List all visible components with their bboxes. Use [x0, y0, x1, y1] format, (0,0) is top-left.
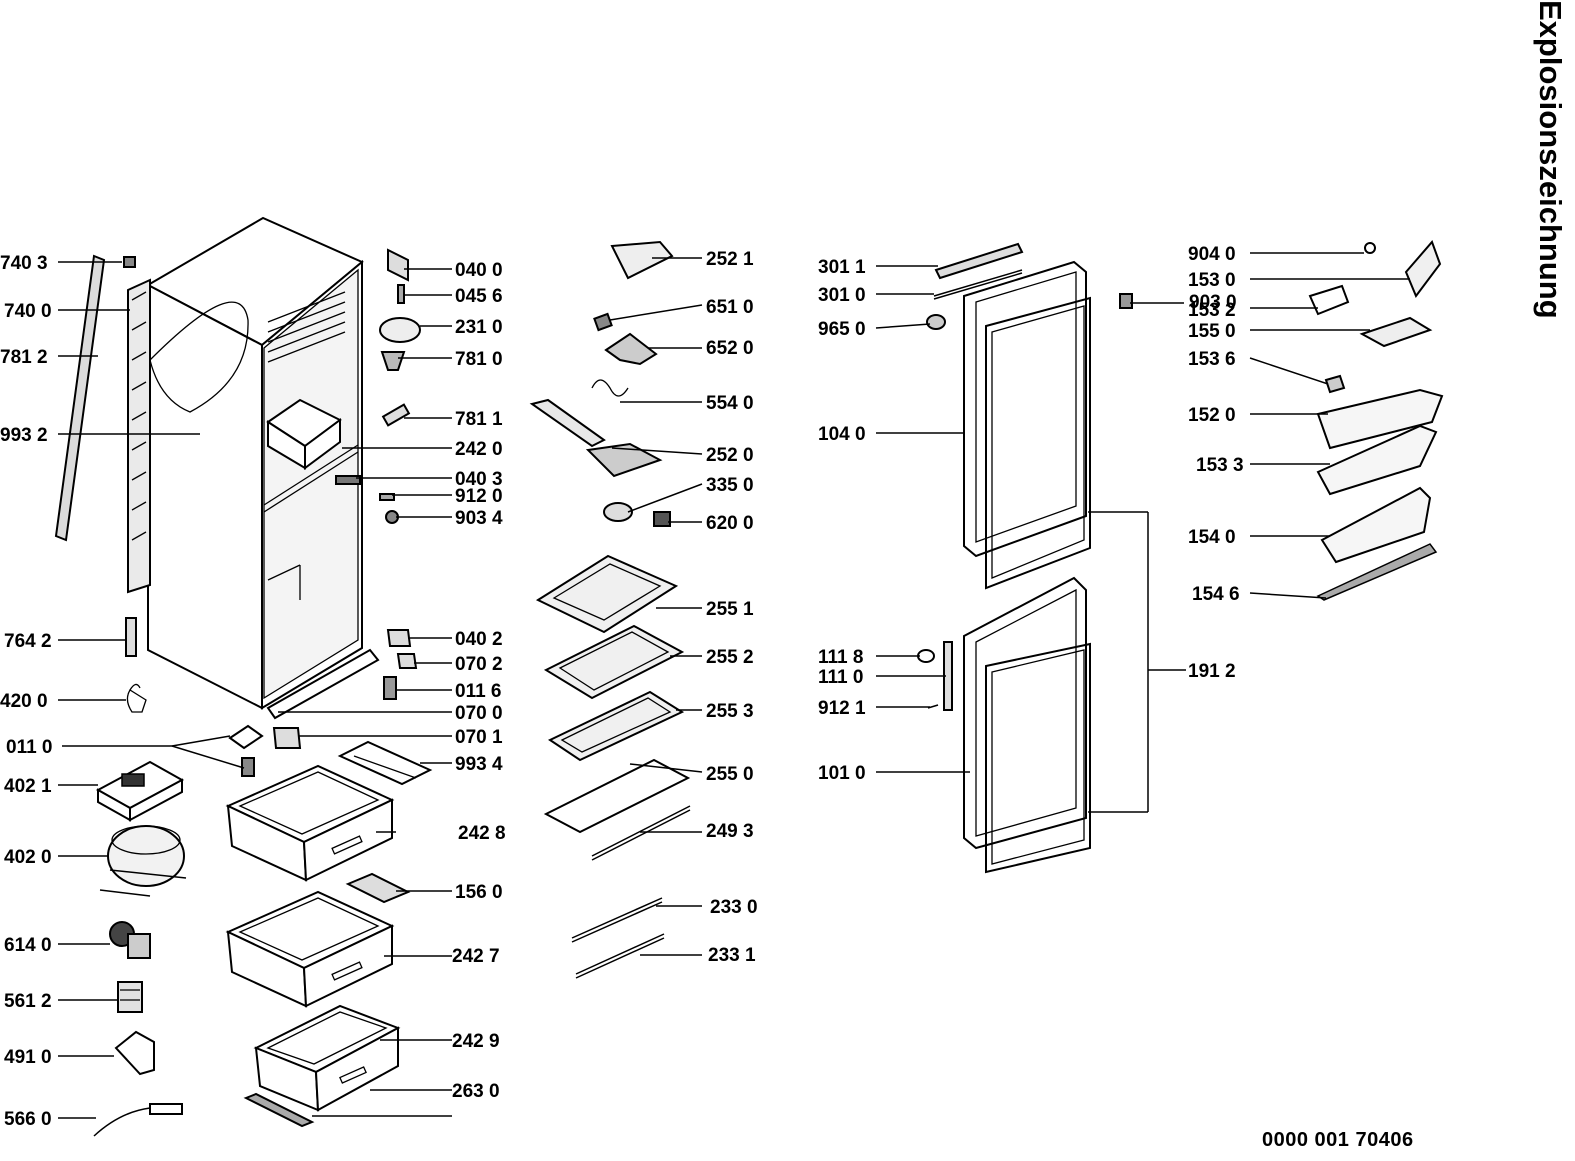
callout-301-1: 301 1 [818, 257, 866, 278]
callout-912-0: 912 0 [455, 486, 503, 507]
callout-153-0: 153 0 [1188, 270, 1236, 291]
callout-040-2: 040 2 [455, 629, 503, 650]
callout-561-2: 561 2 [4, 991, 52, 1012]
callout-781-2: 781 2 [0, 347, 48, 368]
callout-781-0: 781 0 [455, 349, 503, 370]
callout-040-0: 040 0 [455, 260, 503, 281]
callout-255-3: 255 3 [706, 701, 754, 722]
callout-993-2: 993 2 [0, 425, 48, 446]
callout-420-0: 420 0 [0, 691, 48, 712]
doors-drawing [917, 242, 1091, 874]
callout-402-0: 402 0 [4, 847, 52, 868]
door-shelves-drawing [1119, 240, 1444, 601]
callout-993-4: 993 4 [455, 754, 503, 775]
callout-242-8: 242 8 [458, 823, 506, 844]
callout-153-6: 153 6 [1188, 349, 1236, 370]
callout-242-7: 242 7 [452, 946, 500, 967]
drawers-drawing [225, 764, 411, 1128]
callout-233-0: 233 0 [710, 897, 758, 918]
document-number: 0000 001 70406 [1262, 1129, 1414, 1151]
callout-045-6: 045 6 [455, 286, 503, 307]
callout-554-0: 554 0 [706, 393, 754, 414]
callout-154-6: 154 6 [1192, 584, 1240, 605]
callout-152-0: 152 0 [1188, 405, 1236, 426]
callout-614-0: 614 0 [4, 935, 52, 956]
callout-255-0: 255 0 [706, 764, 754, 785]
callout-903-4: 903 4 [455, 508, 503, 529]
callout-740-3: 740 3 [0, 253, 48, 274]
callout-651-0: 651 0 [706, 297, 754, 318]
callout-402-1: 402 1 [4, 776, 52, 797]
callout-301-0: 301 0 [818, 285, 866, 306]
callout-620-0: 620 0 [706, 513, 754, 534]
callout-255-1: 255 1 [706, 599, 754, 620]
callout-781-1: 781 1 [455, 409, 503, 430]
callout-764-2: 764 2 [4, 631, 52, 652]
callout-242-0: 242 0 [455, 439, 503, 460]
callout-011-0: 011 0 [6, 737, 53, 758]
callout-255-2: 255 2 [706, 647, 754, 668]
evaporator-coils [267, 291, 346, 363]
callout-249-3: 249 3 [706, 821, 754, 842]
callout-153-3: 153 3 [1196, 455, 1244, 476]
callout-153-2: 153 2 [1188, 300, 1236, 321]
callout-252-1: 252 1 [706, 249, 754, 270]
callout-912-1: 912 1 [818, 698, 866, 719]
callout-011-6: 011 6 [455, 681, 502, 702]
callout-labels: 740 3 740 0 781 2 993 2 764 2 420 0 011 … [0, 244, 1244, 1130]
callout-070-0: 070 0 [455, 703, 503, 724]
callout-111-0: 111 0 [818, 667, 863, 688]
callout-233-1: 233 1 [708, 945, 756, 966]
callout-154-0: 154 0 [1188, 527, 1236, 548]
callout-070-1: 070 1 [455, 727, 503, 748]
callout-903-0-label: 903 0 [1189, 292, 1237, 313]
callout-156-0: 156 0 [455, 882, 503, 903]
callout-231-0: 231 0 [455, 317, 503, 338]
callout-335-0: 335 0 [706, 475, 754, 496]
callout-904-0: 904 0 [1188, 244, 1236, 265]
callout-191-2: 191 2 [1188, 661, 1236, 682]
callout-566-0: 566 0 [4, 1109, 52, 1130]
callout-104-0: 104 0 [818, 424, 866, 445]
callout-155-0: 155 0 [1188, 321, 1236, 342]
callout-242-9: 242 9 [452, 1031, 500, 1052]
callout-252-0: 252 0 [706, 445, 754, 466]
callout-263-0: 263 0 [452, 1081, 500, 1102]
callout-740-0: 740 0 [4, 301, 52, 322]
callout-070-2: 070 2 [455, 654, 503, 675]
leader-lines [58, 252, 1410, 1119]
cabinet-drawing [54, 216, 433, 1137]
callout-101-0: 101 0 [818, 763, 866, 784]
callout-111-8: 111 8 [818, 647, 863, 668]
callout-965-0: 965 0 [818, 319, 866, 340]
diagram-title: Explosionszeichnung [1533, 0, 1568, 319]
callout-491-0: 491 0 [4, 1047, 52, 1068]
shelves-and-controls-drawing [529, 240, 691, 979]
callout-652-0: 652 0 [706, 338, 754, 359]
callout-040-3: 040 3 [455, 469, 503, 490]
